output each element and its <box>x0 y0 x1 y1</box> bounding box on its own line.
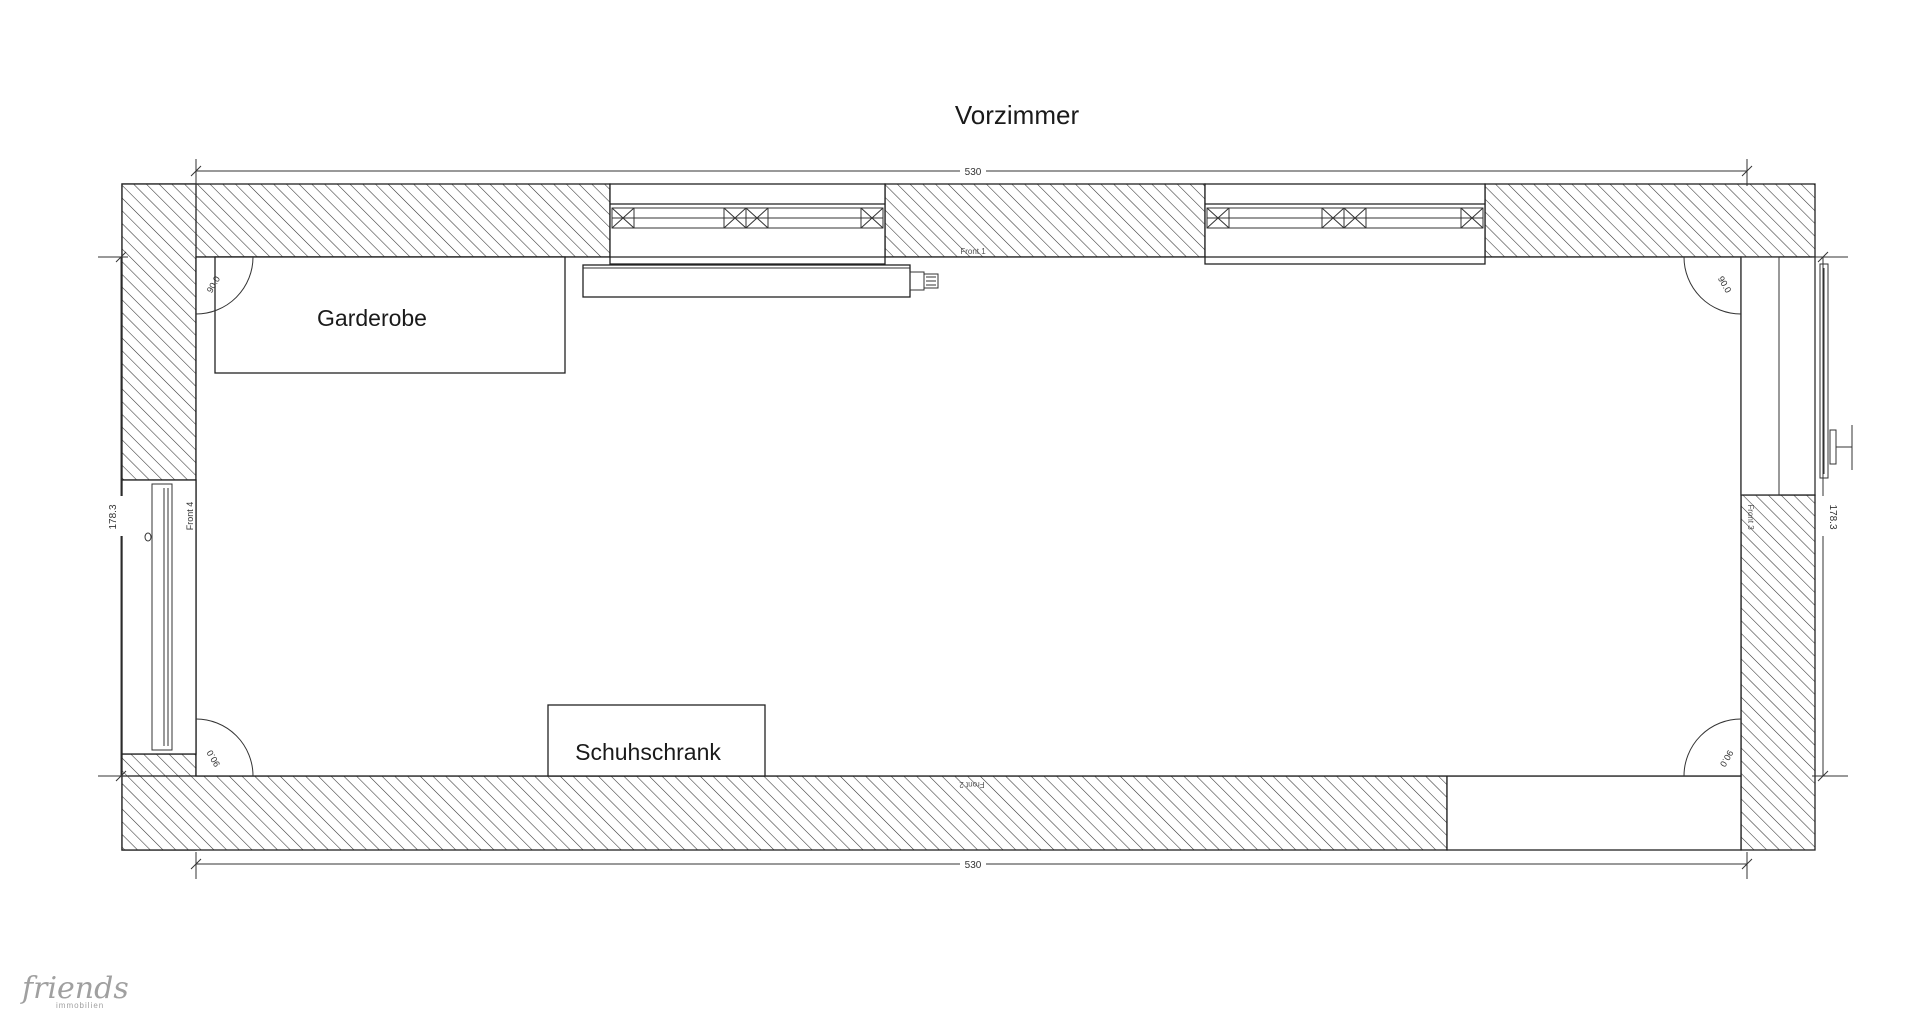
door-right <box>1740 256 1853 496</box>
door-left <box>121 479 197 755</box>
wardrobe: Garderobe <box>214 256 566 374</box>
radiator <box>582 264 939 298</box>
wall-top-left <box>121 183 611 258</box>
front-label-right: Front 3 <box>1746 504 1755 530</box>
logo: friends immobilien <box>20 971 129 1010</box>
window-right <box>1204 183 1486 265</box>
front-label-left: Front 4 <box>185 502 195 531</box>
wall-left-upper <box>121 183 197 481</box>
wall-bottom-opening <box>1446 775 1742 851</box>
wall-right-lower <box>1740 494 1816 851</box>
dimension-right: 178.3 <box>1827 504 1838 529</box>
logo-sub: immobilien <box>56 1001 104 1010</box>
dimension-top: 530 <box>965 167 982 178</box>
wardrobe-label: Garderobe <box>317 305 427 331</box>
wall-top-middle <box>884 183 1206 258</box>
window-left <box>609 183 886 265</box>
dimension-bottom: 530 <box>965 860 982 871</box>
shoe-cabinet: Schuhschrank <box>547 704 766 777</box>
front-labels: Front 1 Front 2 Front 3 Front 4 <box>185 247 1755 789</box>
wall-top-right <box>1484 183 1816 258</box>
dimension-lines: 530 530 178.3 178.3 <box>98 159 1848 879</box>
dimension-left: 178.3 <box>108 504 119 529</box>
front-label-bottom: Front 2 <box>959 780 985 789</box>
shoe-cabinet-label: Schuhschrank <box>575 739 721 765</box>
plan-title: Vorzimmer <box>955 100 1080 130</box>
front-label-top: Front 1 <box>960 247 986 256</box>
logo-name: friends <box>20 971 129 1006</box>
wall-bottom <box>121 775 1448 851</box>
